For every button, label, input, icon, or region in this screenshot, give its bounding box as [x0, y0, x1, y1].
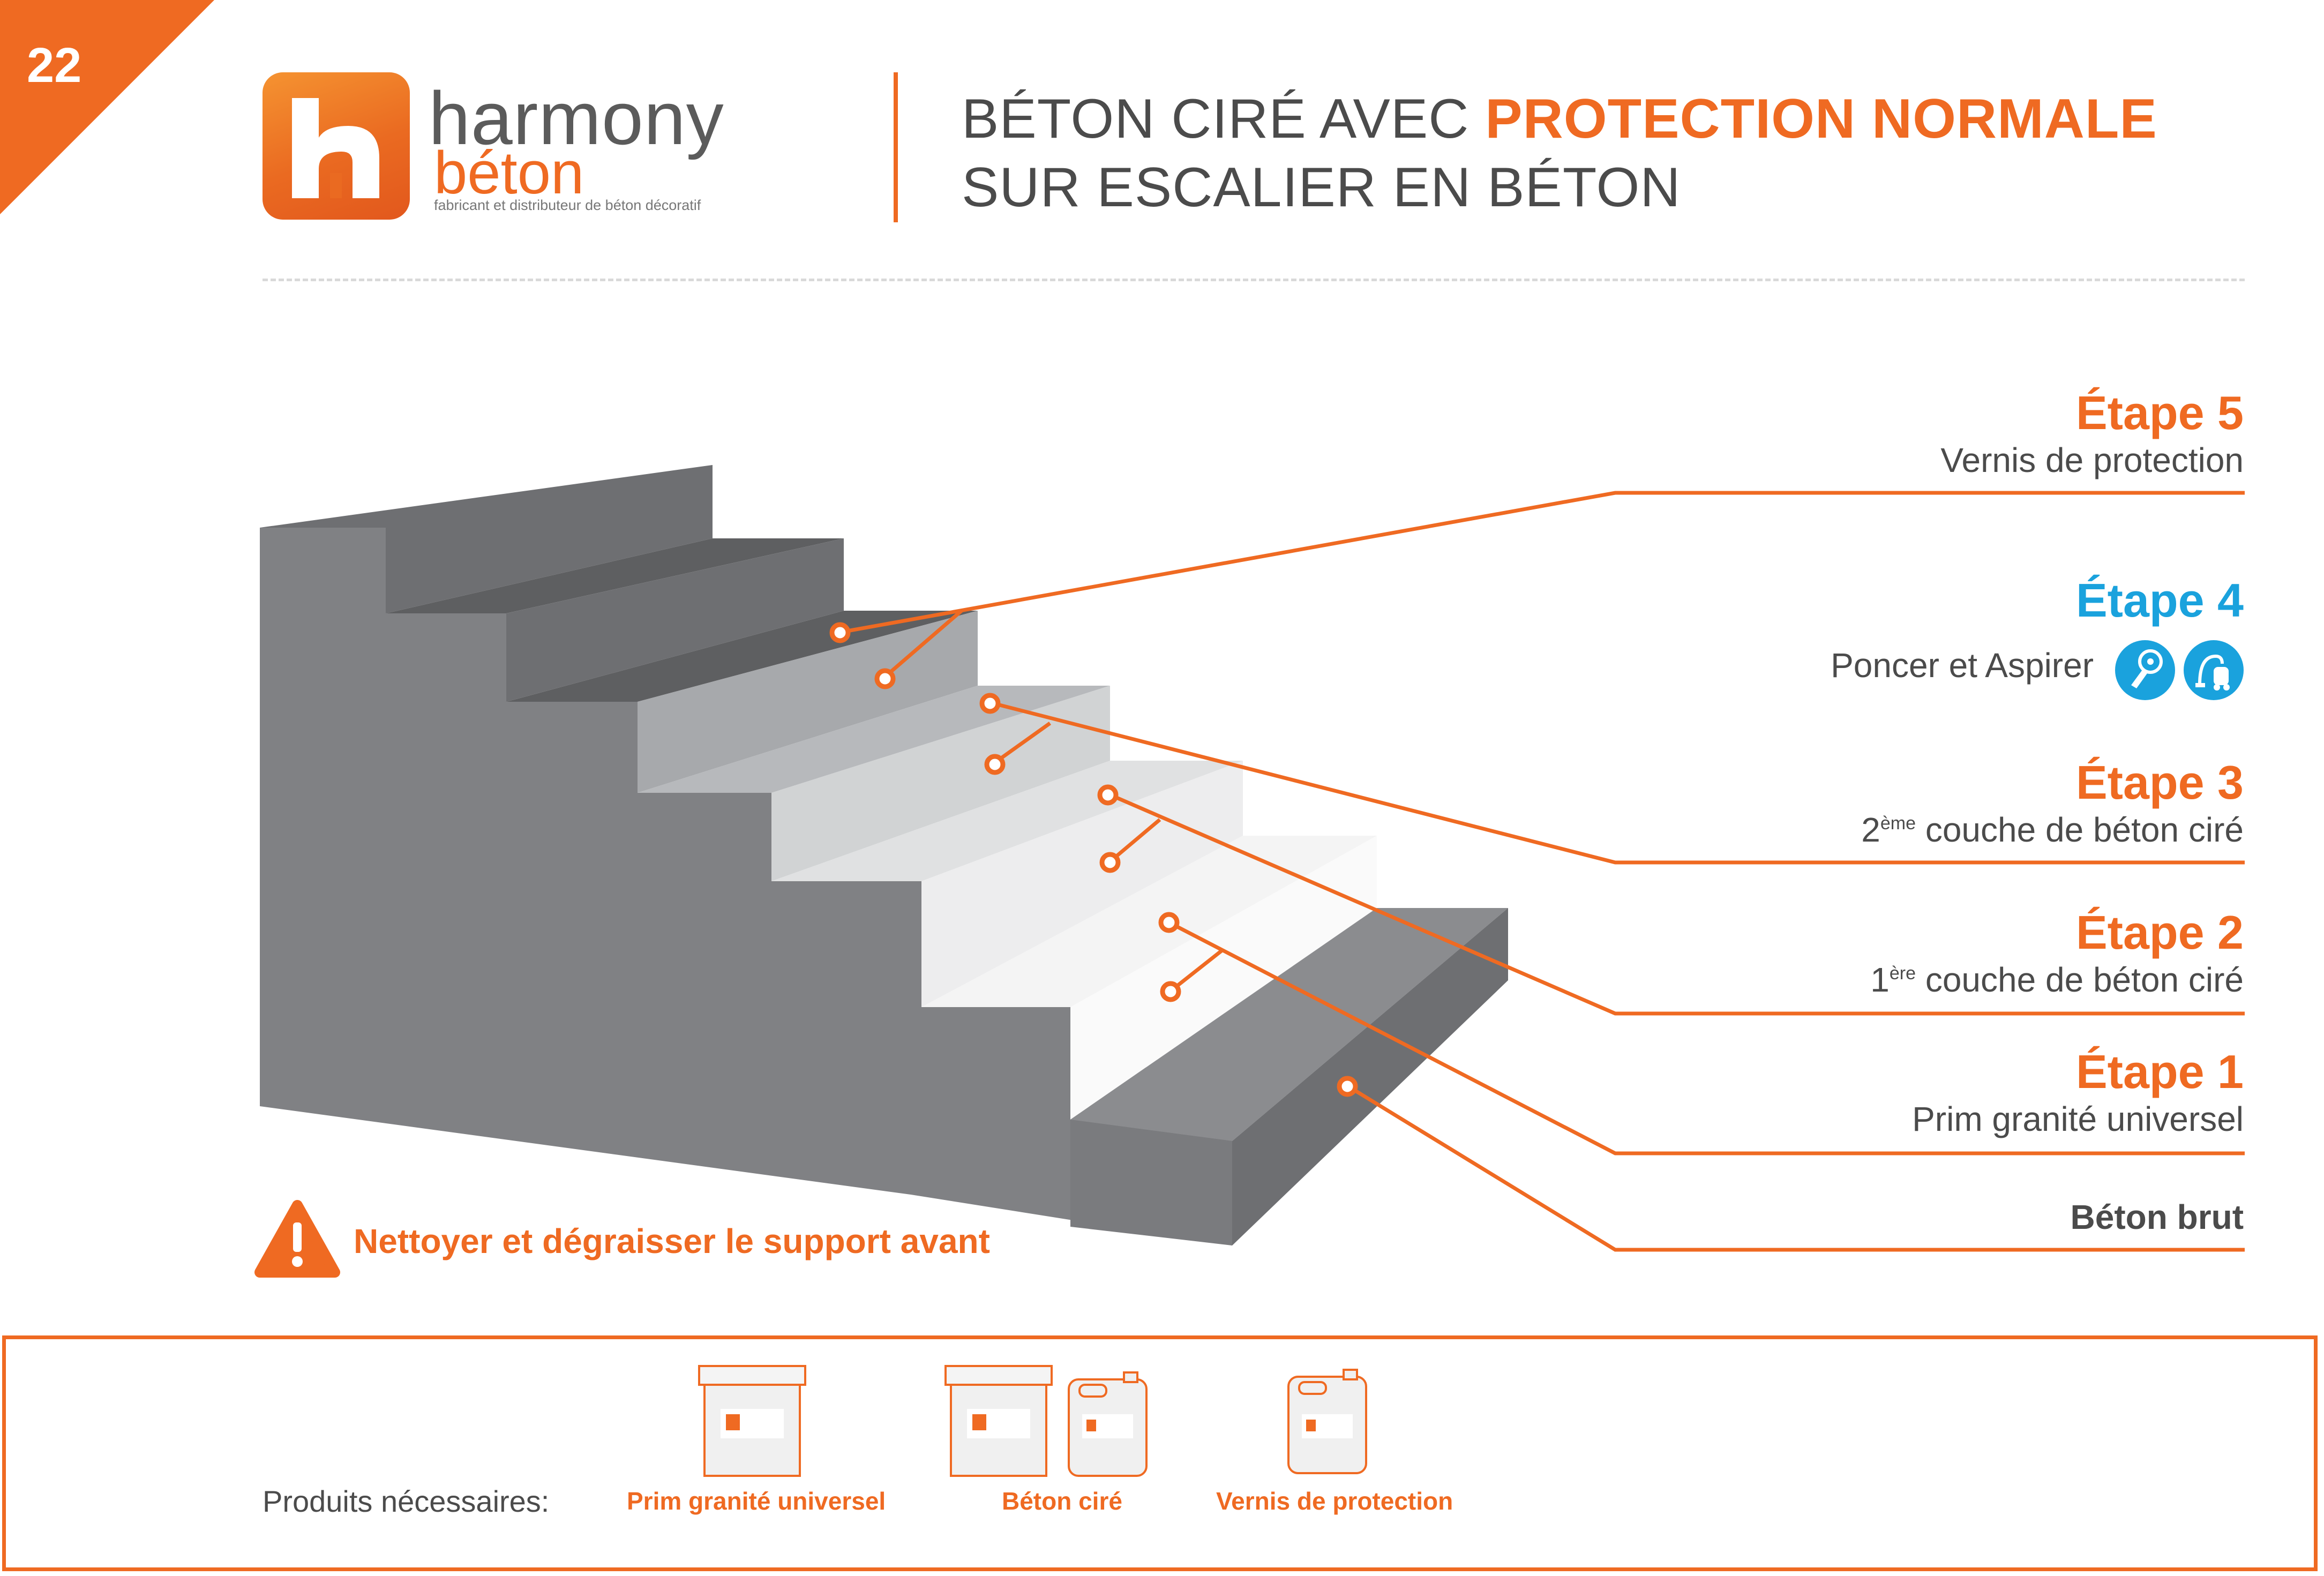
warning-text: Nettoyer et dégraisser le support avant: [354, 1222, 990, 1260]
callout-line-5b: [882, 609, 963, 679]
stair-riser-2: [506, 538, 844, 702]
callout-line-3: [991, 701, 2245, 865]
callout-dot-3: [979, 693, 1001, 714]
brand-tagline: fabricant et distributeur de béton décor…: [434, 197, 701, 213]
step-1: Étape 1 Prim granité universel: [1912, 1045, 2244, 1139]
corner-tab: [0, 0, 214, 214]
brand-name: harmony: [429, 76, 724, 160]
callout-line-base: [1346, 1084, 2245, 1252]
logo-icon: [263, 72, 410, 220]
step-3-rest: couche de béton ciré: [1916, 810, 2244, 849]
step-2-sup: ère: [1889, 963, 1916, 984]
stair-bottom-front: [1232, 908, 1508, 1245]
tub-icon: [698, 1365, 806, 1477]
stair-top-3: [506, 611, 978, 702]
stair-riser-4: [771, 686, 1110, 881]
step-1-heading: Étape 1: [2075, 1045, 2244, 1098]
callout-dot-1: [1158, 912, 1180, 933]
callout-dot-base: [1337, 1076, 1358, 1097]
step-1-desc: Prim granité universel: [1912, 1100, 2244, 1138]
base-label-wrap: Béton brut: [2071, 1197, 2244, 1237]
callout-dot-5b: [874, 668, 896, 689]
products-needed-label: Produits nécessaires:: [263, 1484, 550, 1518]
callout-line-3b: [992, 722, 1052, 765]
callout-dot-1b: [1160, 981, 1181, 1002]
stair-top-2: [386, 538, 844, 613]
step-5-desc: Vernis de protection: [1940, 441, 2244, 479]
step-3-num: 2: [1861, 810, 1880, 849]
brand-sub: béton: [434, 139, 584, 206]
stair-riser-6: [1070, 836, 1377, 1120]
stair-tread-5: [771, 761, 1243, 881]
sander-icon: [2115, 640, 2175, 700]
step-3-desc: 2ème couche de béton ciré: [1861, 810, 2244, 850]
vacuum-icon: [2184, 640, 2244, 700]
step-2-desc: 1ère couche de béton ciré: [1870, 960, 2244, 1000]
title-highlight: PROTECTION NORMALE: [1485, 88, 2157, 150]
step-4-desc-wrap: Poncer et Aspirer: [1831, 646, 2094, 685]
step-2: Étape 2 1ère couche de béton ciré: [1870, 905, 2244, 1000]
page-title: BÉTON CIRÉ AVEC PROTECTION NORMALE SUR E…: [962, 85, 2157, 222]
step-5: Étape 5 Vernis de protection: [1940, 386, 2244, 480]
page-number: 22: [27, 38, 82, 93]
step-4-desc: Poncer et Aspirer: [1831, 646, 2094, 685]
stair-top-1: [260, 465, 713, 613]
callout-dot-2b: [1099, 852, 1121, 873]
dashed-divider: [263, 279, 2245, 281]
callout-line-2: [1107, 792, 2245, 1016]
step-4: Étape 4: [2076, 573, 2244, 628]
step-2-rest: couche de béton ciré: [1916, 960, 2244, 999]
product-label: Béton ciré: [1002, 1487, 1122, 1515]
stair-body: [260, 528, 1232, 1245]
title-prefix: BÉTON CIRÉ AVEC: [962, 88, 1486, 150]
stair-bottom-face: [1070, 1120, 1232, 1245]
header-divider: [894, 72, 898, 222]
canister-icon: [1287, 1369, 1367, 1474]
step-5-heading: Étape 5: [2075, 386, 2244, 439]
stair-riser-3: [638, 611, 978, 793]
stair-riser-5: [921, 761, 1243, 1007]
stair-bottom-tread: [1070, 908, 1508, 1141]
products-box: [2, 1335, 2318, 1571]
title-line2: SUR ESCALIER EN BÉTON: [962, 156, 1681, 219]
step-2-num: 1: [1870, 960, 1890, 999]
step-2-heading: Étape 2: [2075, 906, 2244, 959]
product-label: Vernis de protection: [1216, 1487, 1453, 1515]
stair-tread-6: [921, 836, 1377, 1007]
tub-icon: [944, 1365, 1053, 1477]
canister-icon: [1068, 1371, 1148, 1477]
callout-line-1: [1168, 920, 2245, 1155]
step-3-sup: ème: [1880, 813, 1916, 834]
callout-line-5: [841, 491, 2245, 634]
callout-dot-5: [829, 622, 851, 643]
callout-dot-3b: [984, 754, 1006, 775]
callout-dot-2: [1097, 784, 1119, 806]
step-4-heading: Étape 4: [2075, 574, 2244, 627]
step-3-heading: Étape 3: [2075, 756, 2244, 809]
product-label: Prim granité universel: [627, 1487, 886, 1515]
warning-icon: [254, 1200, 340, 1278]
step-3: Étape 3 2ème couche de béton ciré: [1861, 755, 2244, 850]
base-label: Béton brut: [2070, 1198, 2244, 1236]
callout-line-1b: [1169, 949, 1223, 993]
